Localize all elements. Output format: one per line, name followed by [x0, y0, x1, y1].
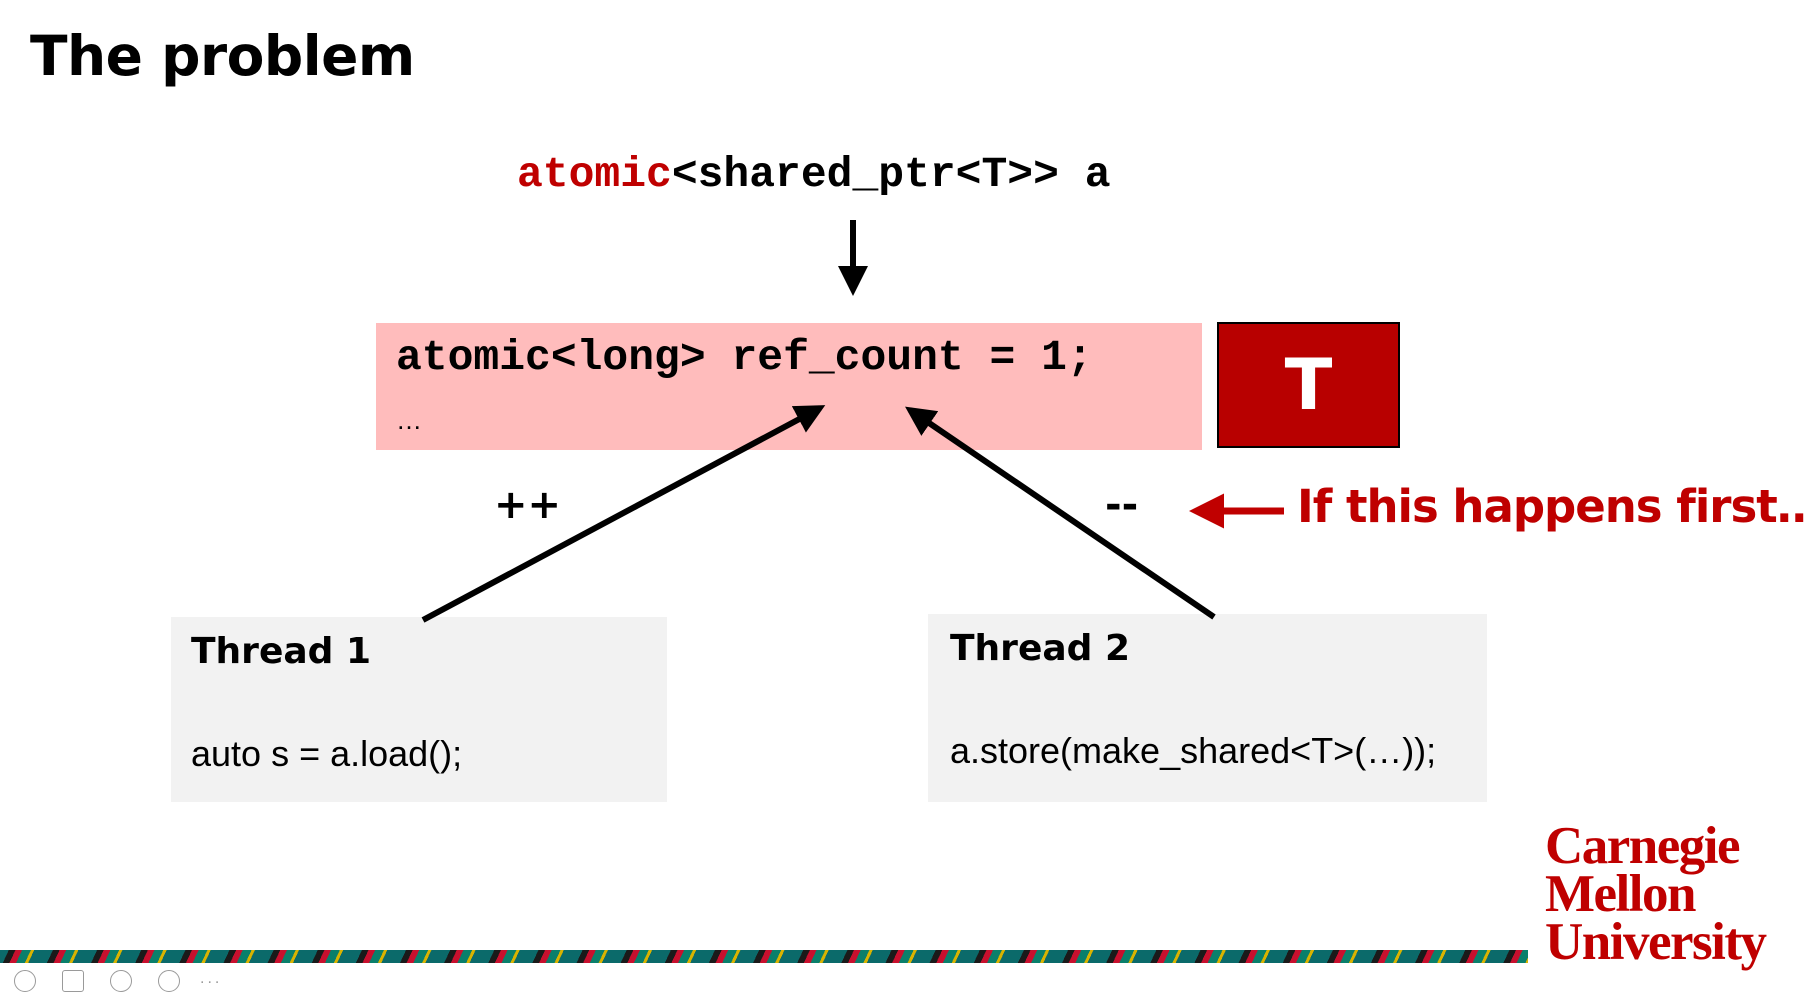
- thread-1-code: auto s = a.load();: [191, 733, 463, 774]
- presenter-toolbar: ...: [0, 966, 520, 992]
- managed-object-label: T: [1284, 344, 1333, 426]
- toolbar-text: ...: [200, 970, 223, 987]
- thread-1-arrow: [421, 405, 826, 623]
- annotation-text: If this happens first…: [1297, 480, 1805, 533]
- logo-line-2: Mellon: [1545, 865, 1696, 923]
- decrement-label: --: [1105, 482, 1139, 528]
- declaration-type: <shared_ptr<T>> a: [671, 150, 1111, 199]
- control-block: [376, 323, 1202, 450]
- increment-label: ++: [494, 482, 562, 528]
- logo-line-1: Carnegie: [1545, 817, 1741, 875]
- managed-object-box: T: [1217, 322, 1400, 448]
- minus-icon[interactable]: [158, 970, 180, 992]
- thread-2-box: Thread 2 a.store(make_shared<T>(…));: [928, 614, 1487, 802]
- thread-2-arrow: [905, 406, 1216, 620]
- decorative-stripe: [0, 950, 1528, 963]
- thread-1-box: Thread 1 auto s = a.load();: [171, 617, 667, 802]
- shared-ptr-declaration: atomic<shared_ptr<T>> a: [517, 150, 1111, 199]
- thread-1-title: Thread 1: [191, 631, 371, 672]
- atomic-keyword: atomic: [517, 150, 672, 199]
- ref-count-code: atomic<long> ref_count = 1;: [396, 333, 1093, 382]
- thread-2-code: a.store(make_shared<T>(…));: [950, 730, 1437, 771]
- control-block-ellipsis: …: [396, 405, 422, 435]
- slide-title: The problem: [30, 24, 415, 88]
- pointer-icon[interactable]: [14, 970, 36, 992]
- logo-line-3: University: [1545, 913, 1767, 971]
- cmu-logo: Carnegie Mellon University: [1545, 817, 1767, 971]
- thread-2-title: Thread 2: [950, 628, 1130, 669]
- notes-icon[interactable]: [62, 970, 84, 992]
- zoom-icon[interactable]: [110, 970, 132, 992]
